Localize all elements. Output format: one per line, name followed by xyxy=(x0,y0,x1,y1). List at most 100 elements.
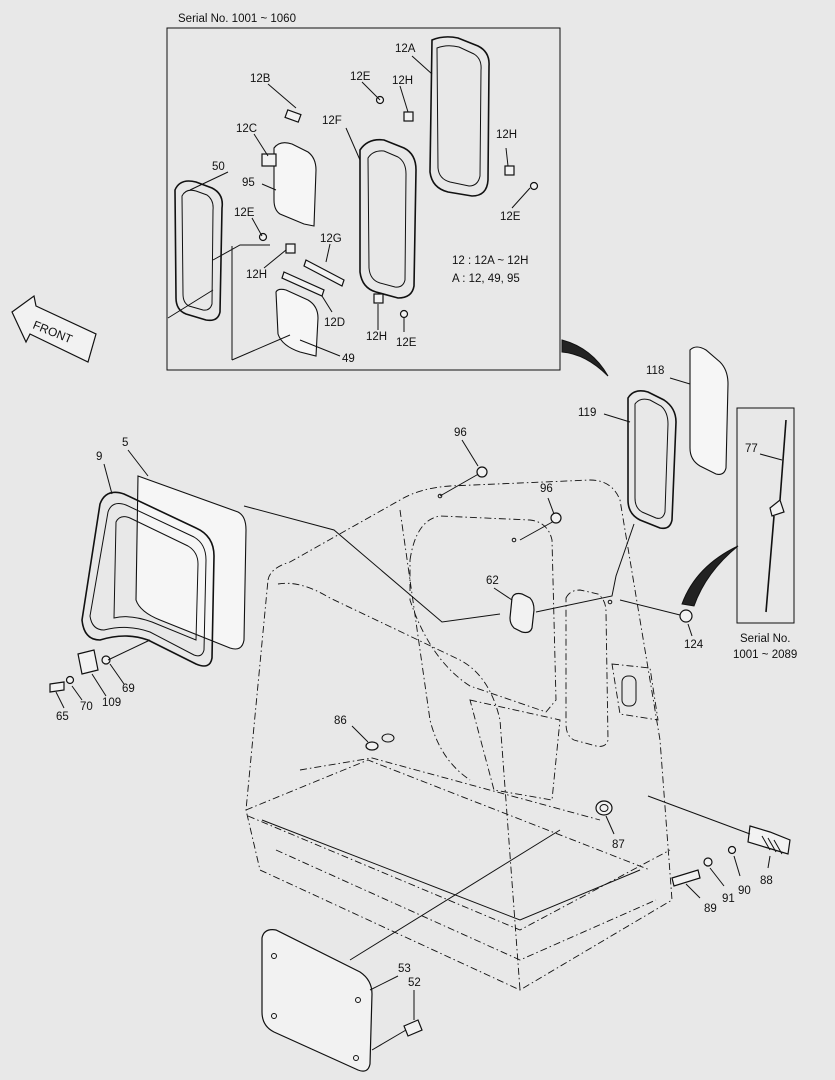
label-90: 90 xyxy=(738,885,751,897)
seal-12F xyxy=(359,138,417,299)
seal-9 xyxy=(81,491,215,667)
label-70: 70 xyxy=(80,701,93,713)
spacer-12H-1 xyxy=(403,111,414,122)
label-12H-2: 12H xyxy=(496,129,517,141)
screw-12E-4 xyxy=(399,309,409,319)
washer-90 xyxy=(727,845,737,855)
cab-outline xyxy=(245,479,673,991)
cover-53 xyxy=(261,929,373,1072)
label-69: 69 xyxy=(122,683,135,695)
label-53: 53 xyxy=(398,963,411,975)
label-86: 86 xyxy=(334,715,347,727)
seal-12A xyxy=(429,36,490,197)
washer-91 xyxy=(703,857,713,867)
glass-49 xyxy=(275,288,319,357)
label-12B: 12B xyxy=(250,73,271,85)
grommet-87 xyxy=(595,800,613,816)
lock-assembly: 88 90 91 89 xyxy=(647,795,791,915)
clip-12B xyxy=(284,109,302,123)
handle-62 xyxy=(509,592,535,634)
antenna-serial-1: Serial No. xyxy=(740,633,791,645)
grommet-86 xyxy=(365,741,379,751)
glass-118 xyxy=(689,346,729,475)
clip-12C xyxy=(261,153,277,167)
cap-124 xyxy=(679,609,693,623)
washer-70 xyxy=(65,675,75,685)
glass-95 xyxy=(273,142,317,227)
pointer-arrow-1 xyxy=(561,339,609,377)
bolt-89 xyxy=(671,869,701,887)
label-12H-4: 12H xyxy=(366,331,387,343)
antenna-77 xyxy=(779,419,787,501)
pointer-arrow-2 xyxy=(681,545,739,607)
inset-frame xyxy=(166,27,561,371)
label-12D: 12D xyxy=(324,317,345,329)
small-parts-middle: 86 87 xyxy=(334,715,625,851)
antenna-frame xyxy=(736,407,795,624)
label-12C: 12C xyxy=(236,123,257,135)
label-96-2: 96 xyxy=(540,483,553,495)
antenna-serial-2: 1001 ~ 2089 xyxy=(733,649,797,661)
label-89: 89 xyxy=(704,903,717,915)
label-62: 62 xyxy=(486,575,499,587)
seal-50-inner xyxy=(181,189,214,311)
label-12E-1: 12E xyxy=(350,71,371,83)
label-91: 91 xyxy=(722,893,735,905)
label-65: 65 xyxy=(56,711,69,723)
label-96-1: 96 xyxy=(454,427,467,439)
bolt-65 xyxy=(49,681,65,693)
spacer-12H-3 xyxy=(285,243,296,254)
label-49: 49 xyxy=(342,353,355,365)
antenna-inset: 77 Serial No. 1001 ~ 2089 xyxy=(733,407,797,661)
cap-96-1 xyxy=(476,466,488,478)
cab-frame xyxy=(245,479,673,991)
label-119: 119 xyxy=(578,407,596,419)
label-12E-2: 12E xyxy=(500,211,521,223)
glass-5 xyxy=(135,475,247,650)
label-124: 124 xyxy=(684,639,704,651)
cab-side-window xyxy=(409,515,557,713)
inset-note-2: A : 12, 49, 95 xyxy=(452,273,520,285)
label-87: 87 xyxy=(612,839,625,851)
label-95: 95 xyxy=(242,177,255,189)
label-9: 9 xyxy=(96,451,102,463)
label-12H-1: 12H xyxy=(392,75,413,87)
left-window-assembly: 9 5 xyxy=(81,437,247,667)
label-12E-3: 12E xyxy=(234,207,255,219)
latch-assembly: 69 70 65 109 xyxy=(49,639,151,723)
label-118: 118 xyxy=(646,365,664,377)
label-12G: 12G xyxy=(320,233,342,245)
label-12A: 12A xyxy=(395,43,416,55)
serial-inset: Serial No. 1001 ~ 1060 xyxy=(166,13,561,371)
cap-96-2 xyxy=(550,512,562,524)
label-77: 77 xyxy=(745,443,758,455)
label-5: 5 xyxy=(122,437,128,449)
label-12F: 12F xyxy=(322,115,342,127)
label-50: 50 xyxy=(212,161,225,173)
label-12E-4: 12E xyxy=(396,337,417,349)
bottom-cover: 53 52 xyxy=(261,829,561,1072)
label-109: 109 xyxy=(102,697,121,709)
inset-serial-label: Serial No. 1001 ~ 1060 xyxy=(178,13,296,25)
inset-note-1: 12 : 12A ~ 12H xyxy=(452,255,528,267)
spacer-12H-2 xyxy=(504,165,515,176)
seal-119 xyxy=(627,390,677,530)
cab-rear-window xyxy=(565,589,609,747)
label-52: 52 xyxy=(408,977,421,989)
bolt-52 xyxy=(403,1019,423,1037)
right-window-parts: 118 119 xyxy=(578,346,729,530)
screw-12E-3 xyxy=(258,232,268,242)
label-12H-3: 12H xyxy=(246,269,267,281)
leader-window-to-cab xyxy=(243,505,501,623)
strip-12G xyxy=(303,259,345,287)
seal-12F-inner xyxy=(367,150,407,288)
small-parts-upper: 96 96 62 124 xyxy=(454,427,704,651)
label-88: 88 xyxy=(760,875,773,887)
pin-69 xyxy=(101,655,111,665)
spacer-12H-4 xyxy=(373,293,384,304)
front-arrow: FRONT xyxy=(11,294,97,363)
latch-109 xyxy=(77,649,99,675)
screw-12E-2 xyxy=(529,181,539,191)
